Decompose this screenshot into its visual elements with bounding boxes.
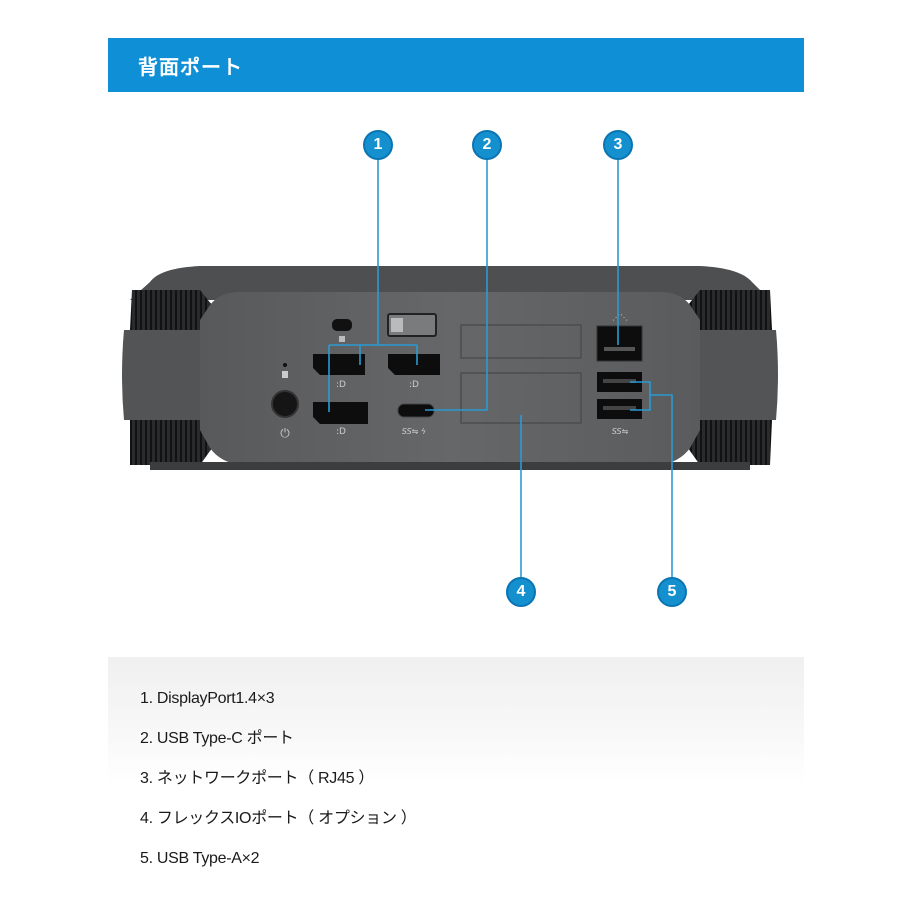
- flex-io-panel-upper: [460, 324, 582, 359]
- rear-ports-diagram: ⏻ :D :D :D SS⇋ ϟ ⋰⋱ SS⇋: [122, 158, 778, 578]
- callout-lines: [328, 158, 673, 578]
- usb-superspeed-icon: SS⇋: [612, 427, 629, 436]
- callout-4: 4: [506, 577, 536, 607]
- spec-item-displayport: 1. DisplayPort1.4×3: [140, 690, 275, 707]
- spec-panel: [108, 657, 804, 887]
- displayport-icon: :D: [336, 427, 346, 437]
- lock-slot-icon: [332, 319, 352, 331]
- network-icon: ⋰⋱: [612, 313, 628, 322]
- displayport-2: [388, 354, 440, 375]
- callout-1: 1: [363, 130, 393, 160]
- rj45-port: [596, 325, 643, 362]
- power-jack-icon: ⏻: [280, 426, 290, 440]
- section-header: 背面ポート: [108, 38, 804, 92]
- spec-item-flex-io: 4. フレックスIOポート（ オプション ）: [140, 810, 417, 827]
- spec-item-usb-c: 2. USB Type-C ポート: [140, 730, 294, 747]
- callout-3: 3: [603, 130, 633, 160]
- security-lock-icon: [282, 371, 288, 378]
- spec-list: 1. DisplayPort1.4×3 2. USB Type-C ポート 3.…: [140, 688, 417, 888]
- callout-2: 2: [472, 130, 502, 160]
- device-chassis: [122, 266, 778, 470]
- displayport-1: [313, 354, 365, 375]
- section-title: 背面ポート: [138, 54, 243, 79]
- displayport-3: [313, 402, 368, 424]
- power-jack: [271, 390, 299, 418]
- usb-superspeed-icon: SS⇋ ϟ: [402, 427, 426, 436]
- spec-item-usb-a: 5. USB Type-A×2: [140, 850, 260, 867]
- callout-5: 5: [657, 577, 687, 607]
- displayport-icon: :D: [336, 380, 346, 390]
- spec-item-network: 3. ネットワークポート（ RJ45 ）: [140, 770, 375, 787]
- port-cluster: ⏻ :D :D :D SS⇋ ϟ ⋰⋱ SS⇋: [271, 313, 643, 440]
- displayport-icon: :D: [409, 380, 419, 390]
